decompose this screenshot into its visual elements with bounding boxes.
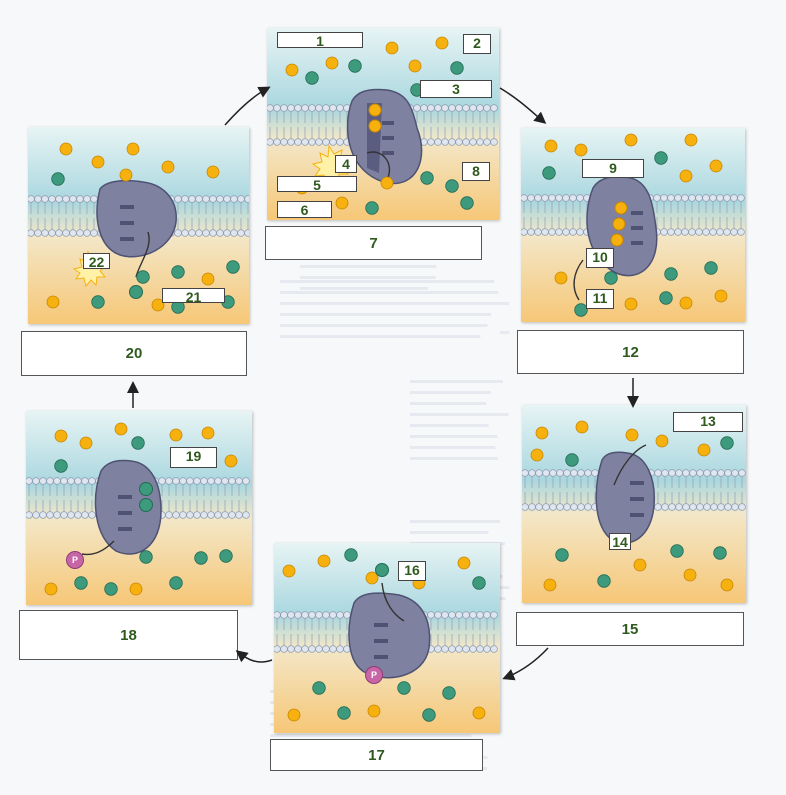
- cycle-arrow: [238, 652, 272, 662]
- cycle-arrow: [500, 88, 544, 122]
- phosphate-group: P: [66, 551, 84, 569]
- cycle-arrow: [225, 88, 268, 125]
- cycle-arrow: [505, 648, 548, 678]
- phosphate-group: P: [365, 666, 383, 684]
